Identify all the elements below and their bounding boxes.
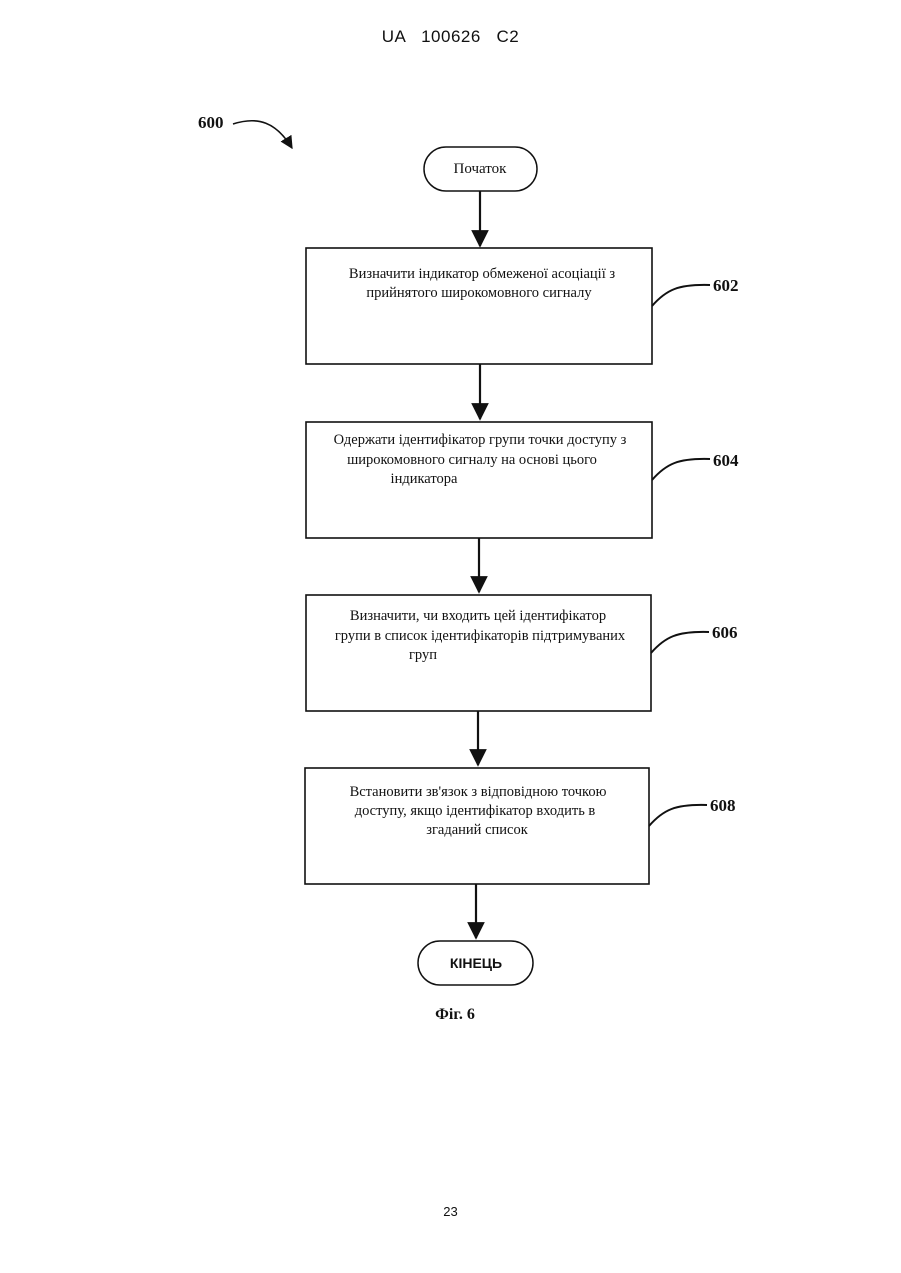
start-label: Початок [454,161,508,177]
step-604-ref: 604 [713,451,739,470]
diagram-ref-label: 600 [198,113,224,132]
leader-line-602 [652,285,710,306]
leader-line-604 [652,459,710,480]
step-604-line-1: Одержати ідентифікатор групи точки досту… [334,432,627,448]
step-608-ref: 608 [710,796,736,815]
step-608-line-3: згаданий список [426,822,528,838]
step-604-line-2: широкомовного сигналу на основі цього [347,452,597,468]
step-606-ref: 606 [712,623,738,642]
ref-pointer-arrow [233,121,292,148]
end-label: КІНЕЦЬ [450,955,502,971]
step-604-line-3: індикатора [391,471,458,487]
page-number: 23 [0,1204,901,1219]
figure-caption: Фіг. 6 [420,1006,490,1024]
step-606-line-1: Визначити, чи входить цей ідентифікатор [350,608,606,624]
step-606-line-2: групи в список ідентифікаторів підтримув… [335,628,626,644]
step-606-line-3: груп [409,647,437,663]
leader-line-608 [649,805,707,826]
step-602-ref: 602 [713,276,739,295]
step-608-line-1: Встановити зв'язок з відповідною точкою [350,784,607,800]
step-608-line-2: доступу, якщо ідентифікатор входить в [355,803,596,819]
step-602-line-1: Визначити індикатор обмеженої асоціації … [349,266,615,282]
step-602-line-2: прийнятого широкомовного сигналу [366,285,592,301]
leader-line-606 [651,632,709,653]
